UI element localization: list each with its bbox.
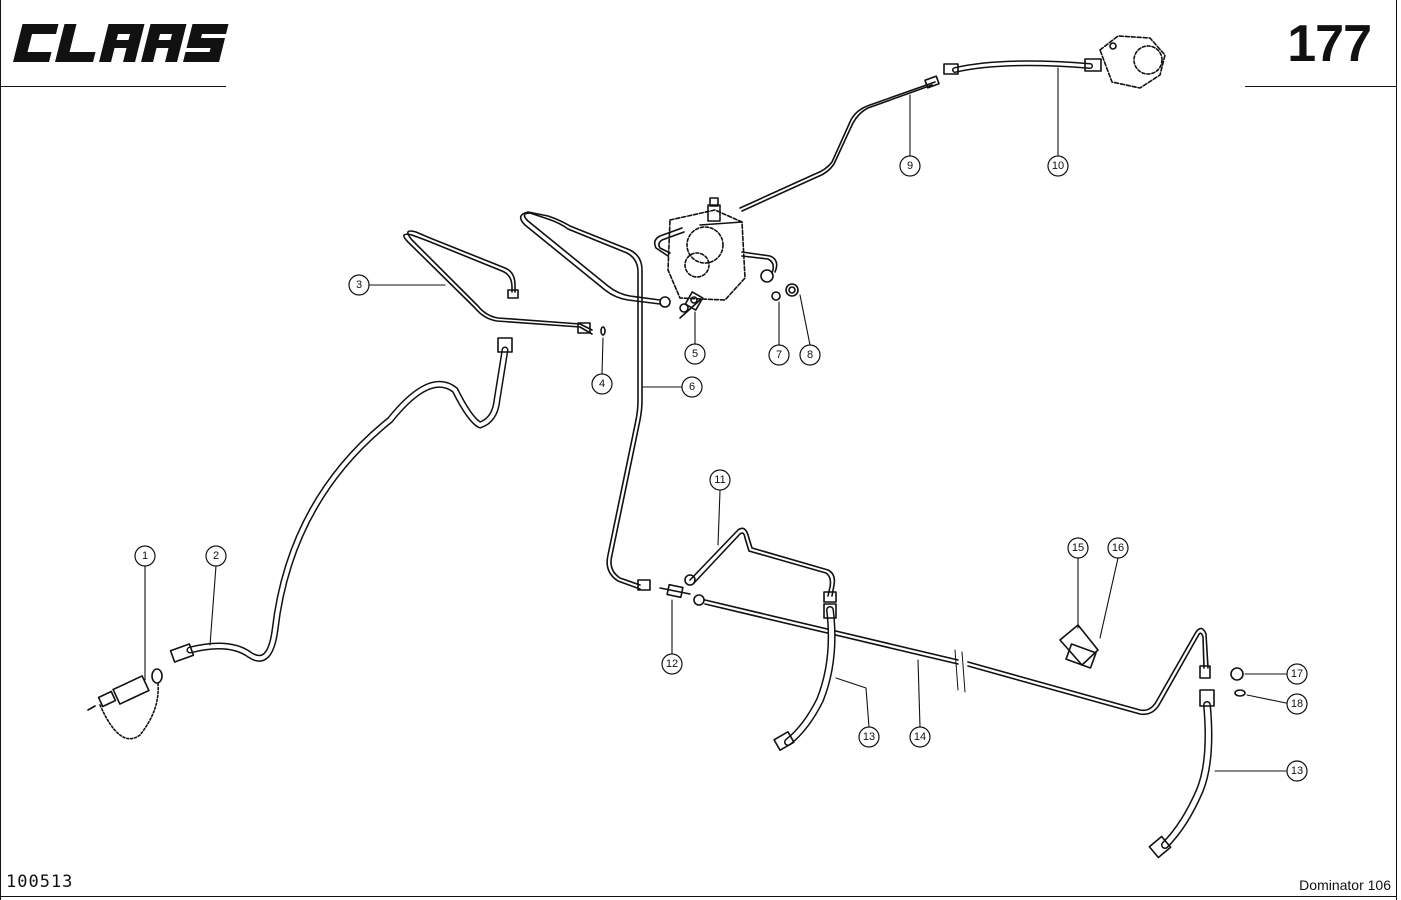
callout-label-12: 12 [666, 658, 678, 670]
callout-label-4: 4 [599, 378, 605, 390]
pipe-part-6 [519, 211, 671, 591]
pipe-part-3 [403, 230, 593, 335]
callout-label-14: 14 [914, 731, 926, 743]
header-rule-right [1245, 86, 1396, 87]
callout-label-16: 16 [1112, 542, 1124, 554]
o-ring-part-4 [600, 326, 606, 336]
frame-right [1396, 0, 1397, 900]
callout-circle-7 [768, 344, 790, 366]
callout-circle-11 [709, 469, 731, 491]
callout-circle-15 [1067, 537, 1089, 559]
callout-label-5: 5 [692, 348, 698, 360]
callout-label-6: 6 [689, 381, 695, 393]
callout-circle-4 [591, 373, 613, 395]
callout-circle-8 [799, 344, 821, 366]
clamp-part-15-16 [1059, 624, 1099, 669]
callout-circle-6 [681, 376, 703, 398]
callout-label-18: 18 [1291, 698, 1303, 710]
fitting-part-8 [785, 283, 799, 297]
hose-part-10 [943, 35, 1166, 89]
frame-bottom [0, 896, 1397, 897]
callout-label-9: 9 [907, 160, 913, 172]
claas-logo [13, 24, 229, 62]
callout-circle-14 [909, 726, 931, 748]
hose-part-2 [169, 337, 513, 663]
callout-label-11: 11 [714, 474, 725, 486]
callout-circle-1 [134, 545, 156, 567]
callout-label-8: 8 [807, 349, 813, 361]
callout-label-17: 17 [1291, 668, 1303, 680]
callout-circle-16 [1107, 537, 1129, 559]
callout-label-1: 1 [142, 550, 148, 562]
callout-circle-5 [684, 343, 706, 365]
header-rule-left [0, 86, 226, 87]
callout-circle-12 [661, 653, 683, 675]
callout-label-3: 3 [356, 279, 362, 291]
pipe-part-9 [739, 81, 936, 209]
model-name: Dominator 106 [1299, 877, 1391, 893]
callout-label-7: 7 [776, 349, 782, 361]
callout-circle-2 [205, 545, 227, 567]
nut-part-7 [771, 291, 781, 301]
drawing-number: 100513 [6, 872, 74, 892]
washer-part-18 [1234, 689, 1246, 697]
callout-label-2: 2 [213, 550, 219, 562]
callout-circle-9 [899, 155, 921, 177]
callout-label-13b: 13 [1291, 765, 1303, 777]
pipe-part-11 [684, 527, 837, 603]
fitting-part-5 [679, 291, 704, 319]
hose-part-13-b [1148, 689, 1215, 859]
tee-part-12 [659, 583, 705, 606]
callout-label-15: 15 [1072, 542, 1084, 554]
frame-left [0, 0, 1, 900]
callout-circle-10 [1047, 155, 1069, 177]
pipe-part-14 [704, 599, 1211, 716]
coupling-part-1 [87, 668, 163, 740]
callout-circle-13b [1286, 760, 1308, 782]
callout-label-13a: 13 [863, 731, 875, 743]
callout-circle-18 [1286, 693, 1308, 715]
callout-circle-13a [858, 726, 880, 748]
valve-block [653, 197, 778, 301]
callout-circle-3 [348, 274, 370, 296]
page-number: 177 [1287, 15, 1372, 73]
callout-circle-17 [1286, 663, 1308, 685]
nut-part-17 [1230, 667, 1244, 681]
callout-label-10: 10 [1052, 160, 1064, 172]
hose-part-13-a [773, 603, 837, 751]
